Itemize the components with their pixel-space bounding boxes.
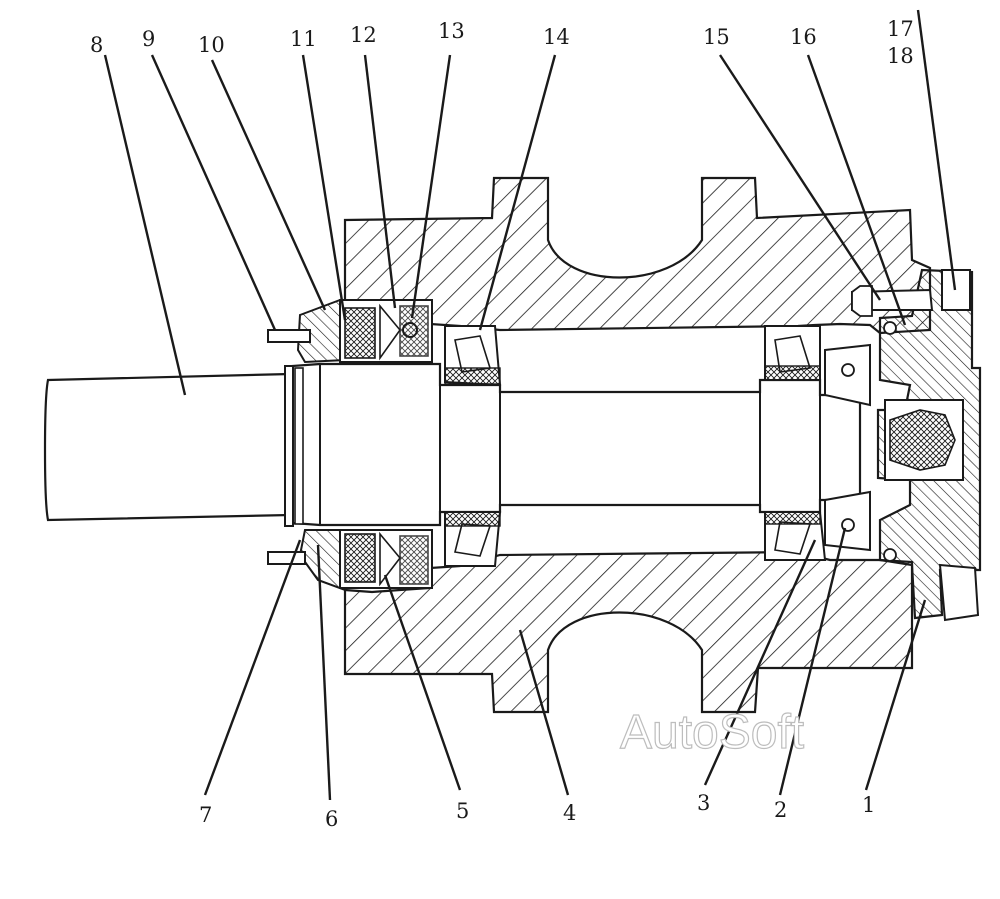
callout-10: 10	[198, 33, 225, 57]
callout-18: 18	[887, 44, 914, 68]
cover-lower-lug	[938, 563, 980, 622]
o-ring-16	[883, 321, 897, 335]
ball-upper	[841, 363, 855, 377]
callout-15: 15	[703, 25, 730, 49]
leader-16	[806, 54, 907, 326]
leader-3	[703, 539, 817, 786]
leader-9	[150, 54, 277, 331]
callout-1: 1	[862, 793, 875, 817]
shaft	[43, 362, 862, 527]
callout-16: 16	[790, 25, 817, 49]
leader-4	[518, 629, 570, 796]
bolt-15-head	[851, 285, 873, 317]
callout-12: 12	[350, 23, 377, 47]
leader-6	[316, 544, 332, 801]
o-ring-lower	[883, 548, 897, 562]
callout-3: 3	[697, 791, 710, 815]
leader-5	[383, 574, 462, 791]
bearing-right-cone-upper	[764, 365, 821, 381]
bearing-right-cone-lower	[764, 511, 821, 525]
callout-5: 5	[456, 799, 469, 823]
grease-fitting	[889, 409, 956, 471]
callout-11: 11	[290, 27, 317, 51]
callout-13: 13	[438, 19, 465, 43]
callout-14: 14	[543, 25, 570, 49]
callout-8: 8	[90, 33, 103, 57]
roller-body-lower	[343, 550, 914, 714]
leader-7	[203, 539, 302, 796]
retaining-ring	[284, 365, 294, 527]
seal-ring-13	[399, 305, 429, 357]
left-collar-upper	[296, 298, 347, 364]
seal-ring-11	[344, 307, 376, 359]
watermark-logo: AutoSoft	[620, 706, 804, 759]
callout-9: 9	[142, 27, 155, 51]
leader-13	[410, 54, 452, 319]
leader-8	[103, 54, 187, 396]
bearing-left-cone-upper	[444, 367, 501, 385]
callout-17: 17	[887, 17, 914, 41]
leader-10	[210, 59, 327, 311]
retaining-ring-inner	[294, 367, 304, 525]
leader-17-18	[916, 9, 957, 291]
pin-lower	[267, 551, 306, 565]
seal-lip-12	[379, 303, 402, 361]
callout-4: 4	[563, 801, 576, 825]
leader-15	[718, 54, 882, 301]
bearing-left-cone-lower	[444, 511, 501, 527]
leader-14	[478, 54, 557, 331]
callout-7: 7	[199, 803, 212, 827]
leader-1	[864, 599, 927, 791]
seal-ring-lower-b	[399, 535, 429, 585]
leader-2	[778, 527, 847, 796]
cover-bolt	[941, 269, 971, 311]
leader-lines	[103, 9, 957, 801]
seal-ring-lower-a	[344, 533, 376, 583]
leader-11	[301, 54, 347, 321]
seal-lip-lower	[379, 531, 402, 587]
leader-12	[363, 54, 397, 309]
callout-6: 6	[325, 807, 338, 831]
left-collar-lower	[298, 529, 346, 592]
callout-2: 2	[774, 798, 787, 822]
pin-upper	[267, 329, 311, 343]
